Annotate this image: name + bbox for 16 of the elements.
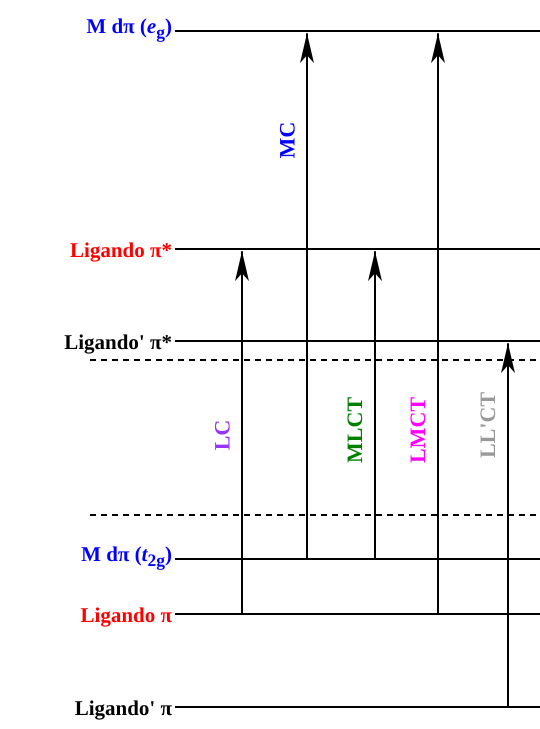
edge-label: LC	[210, 420, 234, 450]
edge-label: MLCT	[343, 397, 367, 463]
arrow	[431, 33, 445, 615]
arrow	[501, 343, 515, 708]
level-label: Ligando' π*	[64, 330, 172, 354]
level-label: Ligando' π	[74, 696, 172, 720]
arrow	[300, 33, 314, 560]
arrow	[235, 251, 249, 615]
level-label: M dπ (t$_{2g}$)	[81, 542, 172, 572]
arrow	[368, 251, 382, 560]
level-label: Ligando π	[80, 603, 172, 627]
edge-label: MC	[274, 122, 299, 158]
edge-label: LL'CT	[476, 392, 500, 458]
level-label: M dπ (e$_{g}$)	[86, 14, 172, 44]
level-label: Ligando π*	[70, 238, 172, 262]
edge-label: LMCT	[406, 397, 430, 463]
